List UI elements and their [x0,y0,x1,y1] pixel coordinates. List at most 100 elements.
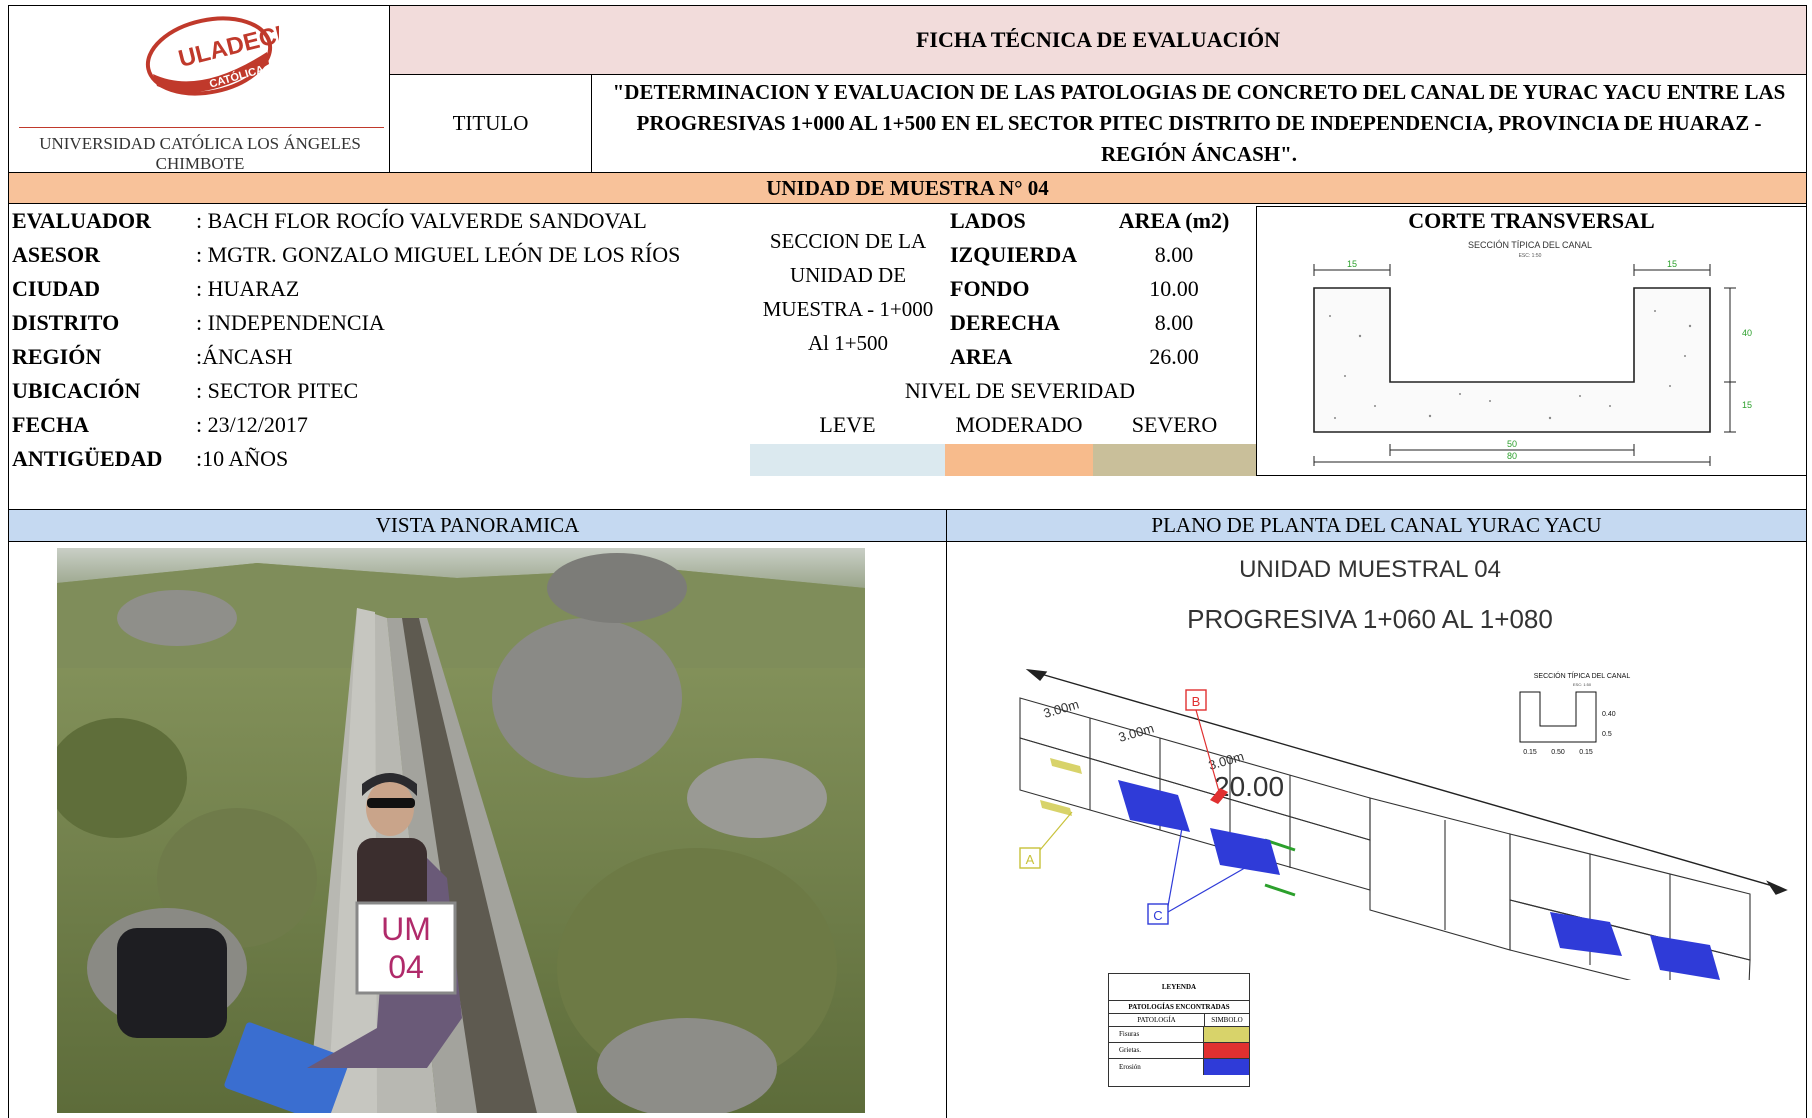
panoramic-photo: UM 04 [57,548,865,1113]
lado-label: DERECHA [950,310,1061,335]
dim-top-left: 15 [1347,259,1357,269]
info-value: : 23/12/2017 [196,412,308,437]
info-row: EVALUADOR : BACH FLOR ROCÍO VALVERDE SAN… [12,208,732,240]
lado-value: 8.00 [1154,242,1194,267]
info-value: : BACH FLOR ROCÍO VALVERDE SANDOVAL [196,208,647,233]
info-row: DISTRITO : INDEPENDENCIA [12,310,732,342]
legend-row: Grietas. [1109,1043,1249,1059]
lados-header: LADOS [950,208,1026,233]
dim-bottom-inner: 50 [1507,439,1517,449]
sign-line2: 04 [388,949,424,985]
lado-label: FONDO [950,276,1030,301]
mini-subtitle: ESC: 1:50 [1573,682,1592,687]
lado-value: 26.00 [1149,344,1199,369]
mini-dim1: 0.40 [1602,711,1616,718]
legend-swatch [1204,1043,1249,1058]
dim-right-lower: 15 [1742,400,1752,410]
info-value: :10 AÑOS [196,446,289,471]
legend-row: Erosión [1109,1059,1249,1075]
legend-swatch [1204,1059,1249,1075]
severity-severo-label: SEVERO [1131,412,1218,437]
legend-item-name: Grietas. [1109,1043,1204,1058]
info-row: REGIÓN :ÁNCASH [12,344,732,376]
logo-cell: ULADECH CATÓLICA UNIVERSIDAD CATÓLICA LO… [8,5,390,173]
section-line4: Al 1+500 [807,331,889,355]
lado-value: 8.00 [1154,310,1194,335]
titulo-label: TITULO [389,74,592,173]
dim-right-upper: 40 [1742,328,1752,338]
info-label: REGIÓN [12,344,102,369]
info-label: ANTIGÜEDAD [12,446,163,471]
dim-bottom-outer: 80 [1507,451,1517,461]
plan-title2: PROGRESIVA 1+060 AL 1+080 [1187,604,1553,634]
university-line1: UNIVERSIDAD CATÓLICA LOS ÁNGELES [39,134,361,153]
university-name: UNIVERSIDAD CATÓLICA LOS ÁNGELES CHIMBOT… [9,134,391,174]
university-line2: CHIMBOTE [155,154,245,173]
legend-col2: SIMBOLO [1211,1016,1243,1024]
corte-box [1256,206,1807,476]
sheet-title: FICHA TÉCNICA DE EVALUACIÓN [389,5,1807,75]
dim-top-right: 15 [1667,259,1677,269]
legend-col1: PATOLOGÍA [1109,1014,1205,1026]
legend-header-row: PATOLOGÍA SIMBOLO [1109,1014,1249,1027]
legend-title: LEYENDA [1109,974,1249,1001]
info-row: CIUDAD : HUARAZ [12,276,732,308]
severity-severo-swatch [1093,444,1256,476]
plan-tag-a: A [1026,852,1035,867]
info-label: ASESOR [12,242,101,267]
mini-b3: 0.15 [1579,749,1593,756]
info-row: ASESOR : MGTR. GONZALO MIGUEL LEÓN DE LO… [12,242,732,274]
plan-drawing: 20.00 3.00m 3.00m 3.00m B A C SECCIÓN TÍ… [1019,669,1788,980]
bottom-frame [8,541,1807,1118]
uladech-logo: ULADECH CATÓLICA [145,16,279,96]
section-line3: MUESTRA - 1+000 [762,297,934,321]
mini-b1: 0.15 [1523,749,1537,756]
lado-label: AREA [950,344,1013,369]
mini-dim2: 0.5 [1602,731,1612,738]
severity-title: NIVEL DE SEVERIDAD [904,378,1136,403]
severity-leve-label: LEVE [819,412,876,437]
legend-table: LEYENDA PATOLOGÍAS ENCONTRADAS PATOLOGÍA… [1108,973,1250,1087]
section-label: SECCION DE LA UNIDAD DE MUESTRA - 1+000 … [750,224,946,360]
legend-item-name: Fisuras [1109,1027,1204,1042]
info-row: ANTIGÜEDAD :10 AÑOS [12,446,732,478]
lado-label: IZQUIERDA [950,242,1078,267]
info-value: :ÁNCASH [196,344,293,369]
info-value: : MGTR. GONZALO MIGUEL LEÓN DE LOS RÍOS [196,242,681,267]
panel-divider [946,541,947,1118]
thesis-title: "DETERMINACION Y EVALUACION DE LAS PATOL… [591,74,1807,173]
logo-divider [19,127,384,128]
lado-value: 10.00 [1149,276,1199,301]
severity-leve-swatch [750,444,945,476]
panel-title-plano: PLANO DE PLANTA DEL CANAL YURAC YACU [946,509,1807,542]
legend-item-name: Erosión [1109,1059,1204,1075]
info-label: EVALUADOR [12,208,151,233]
unit-bar: UNIDAD DE MUESTRA N° 04 [8,172,1807,204]
sign-line1: UM [381,911,431,947]
legend-swatch [1204,1027,1249,1042]
plan-total-dim: 20.00 [1214,771,1284,802]
mini-title: SECCIÓN TÍPICA DEL CANAL [1534,671,1631,680]
corte-subtitle: SECCIÓN TÍPICA DEL CANAL [1468,240,1592,250]
info-row: UBICACIÓN : SECTOR PITEC [12,378,732,410]
info-label: UBICACIÓN [12,378,141,403]
plan-dim2: 3.00m [1117,721,1156,745]
info-value: : INDEPENDENCIA [196,310,385,335]
legend-subtitle: PATOLOGÍAS ENCONTRADAS [1109,1001,1249,1014]
section-line1: SECCION DE LA [769,229,927,253]
info-row: FECHA : 23/12/2017 [12,412,732,444]
area-header: AREA (m2) [1118,208,1230,233]
info-label: FECHA [12,412,89,437]
severity-moderado-swatch [945,444,1093,476]
plan-tag-c: C [1153,908,1162,923]
severity-moderado-label: MODERADO [955,412,1083,437]
section-line2: UNIDAD DE [789,263,907,287]
plan-dim1: 3.00m [1042,697,1081,721]
corte-subtitle-scale: ESC: 1:50 [1519,253,1542,259]
info-value: : HUARAZ [196,276,300,301]
info-label: DISTRITO [12,310,120,335]
mini-b2: 0.50 [1551,749,1565,756]
legend-row: Fisuras [1109,1027,1249,1043]
corte-title: CORTE TRANSVERSAL [1408,208,1655,233]
panel-title-vista: VISTA PANORAMICA [8,509,947,542]
